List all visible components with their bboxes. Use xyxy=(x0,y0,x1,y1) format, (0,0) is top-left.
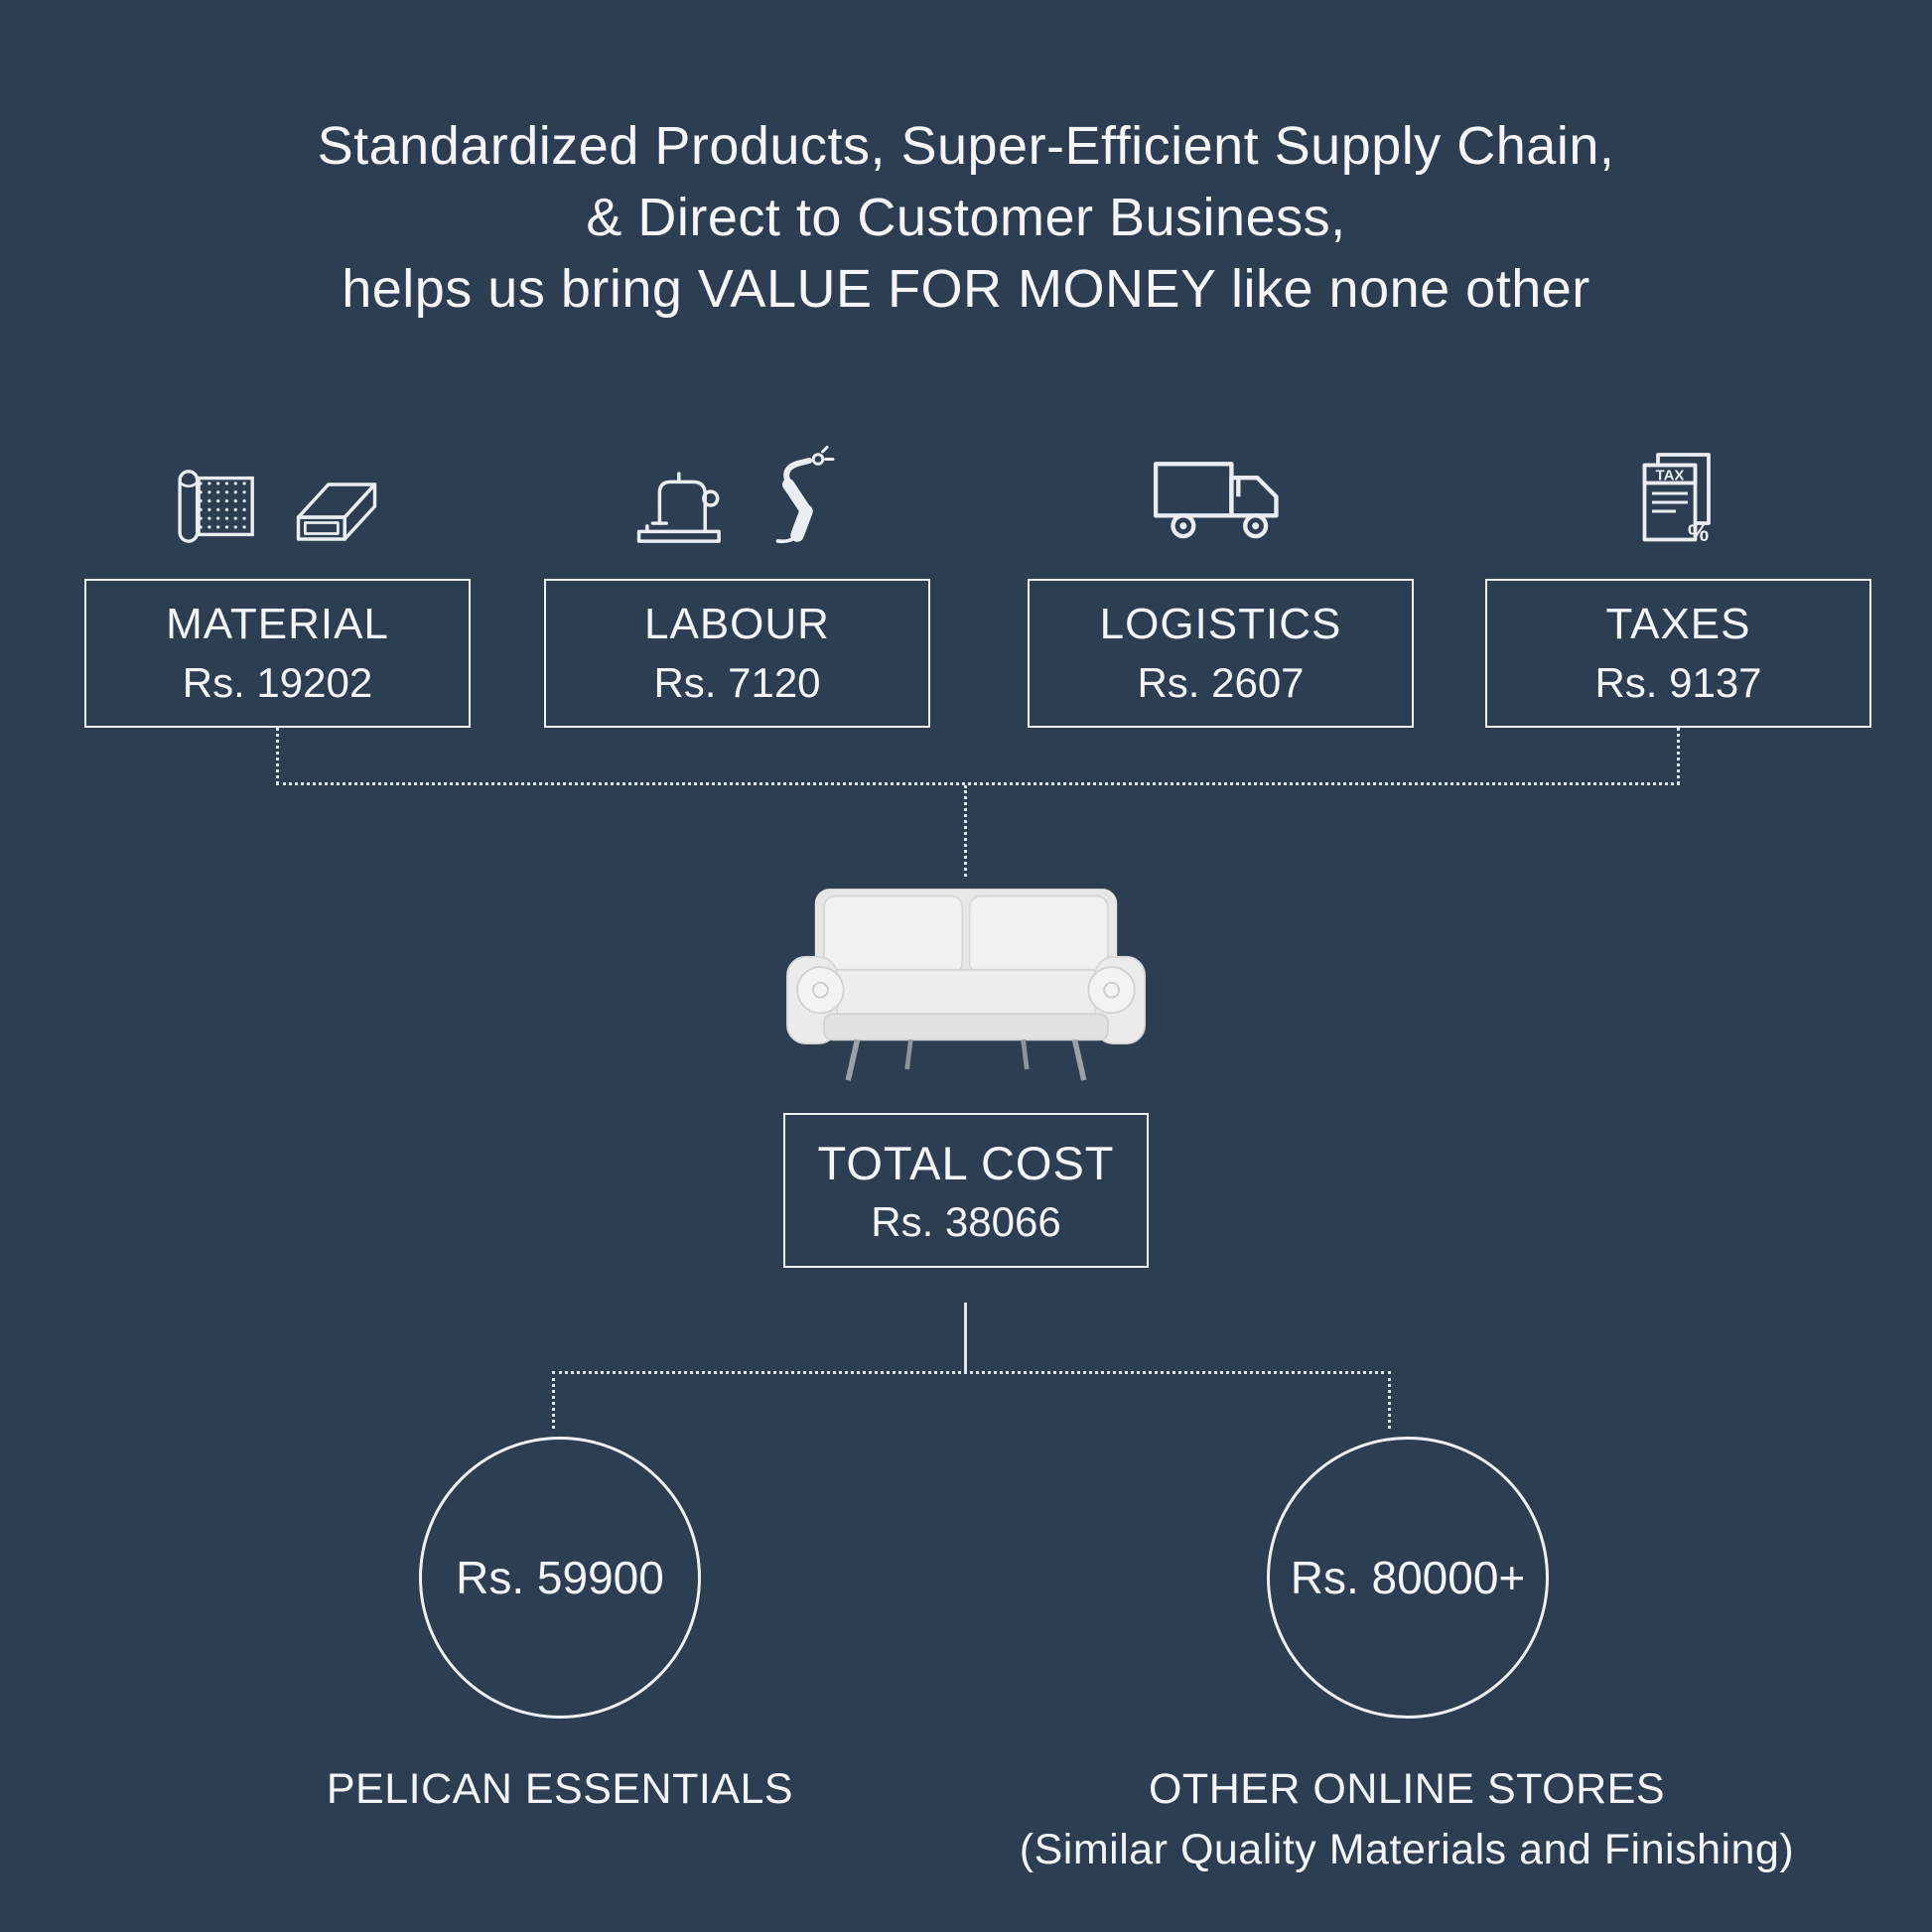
connector-horizontal-bottom xyxy=(552,1371,1391,1374)
taxes-icon-group: TAX % xyxy=(1485,429,1871,550)
percent-icon: % xyxy=(1687,520,1708,547)
sofa-illustration xyxy=(772,878,1160,1108)
pelican-store-label: PELICAN ESSENTIALS xyxy=(163,1759,957,1820)
other-stores-note: (Similar Quality Materials and Finishing… xyxy=(1019,1826,1795,1874)
cost-label-material: MATERIAL xyxy=(166,600,389,648)
pelican-store-name: PELICAN ESSENTIALS xyxy=(326,1765,794,1813)
sofa-image xyxy=(786,889,1146,1081)
connector-right-circle xyxy=(1388,1371,1391,1429)
connector-center-down xyxy=(964,785,967,877)
connector-taxes-down xyxy=(1677,728,1680,784)
cost-amount-taxes: Rs. 9137 xyxy=(1594,659,1762,706)
total-cost-box: TOTAL COST Rs. 38066 xyxy=(783,1113,1149,1268)
logistics-icon-group xyxy=(1028,429,1414,550)
title-line-3: helps us bring VALUE FOR MONEY like none… xyxy=(342,258,1590,319)
title-line-2: & Direct to Customer Business, xyxy=(586,187,1346,247)
other-stores-price: Rs. 80000+ xyxy=(1290,1552,1526,1603)
sewing-machine-icon xyxy=(636,472,721,543)
cost-amount-material: Rs. 19202 xyxy=(182,659,373,706)
delivery-truck-icon xyxy=(1153,462,1279,539)
cost-box-material: MATERIAL Rs. 19202 xyxy=(84,579,471,728)
steel-tube-icon xyxy=(296,483,376,541)
pelican-price-circle: Rs. 59900 xyxy=(419,1437,701,1719)
labour-icon-group xyxy=(544,429,930,550)
connector-total-down xyxy=(964,1303,967,1372)
cost-box-labour: LABOUR Rs. 7120 xyxy=(544,579,930,728)
cost-label-labour: LABOUR xyxy=(644,600,830,648)
total-cost-label: TOTAL COST xyxy=(817,1136,1115,1189)
fabric-roll-icon xyxy=(177,470,254,543)
tax-icon-label: TAX xyxy=(1655,468,1684,484)
connector-material-down xyxy=(276,728,279,784)
welding-torch-icon xyxy=(775,446,834,544)
material-icon-group xyxy=(84,429,471,550)
pelican-price: Rs. 59900 xyxy=(456,1552,664,1603)
cost-amount-logistics: Rs. 2607 xyxy=(1137,659,1305,706)
page-title: Standardized Products, Super-Efficient S… xyxy=(0,111,1932,325)
other-stores-price-circle: Rs. 80000+ xyxy=(1267,1437,1549,1719)
cost-amount-labour: Rs. 7120 xyxy=(653,659,821,706)
connector-horizontal-top xyxy=(276,782,1680,785)
cost-label-logistics: LOGISTICS xyxy=(1099,600,1342,648)
other-stores-label: OTHER ONLINE STORES (Similar Quality Mat… xyxy=(930,1759,1883,1880)
cost-label-taxes: TAXES xyxy=(1605,600,1751,648)
total-cost-amount: Rs. 38066 xyxy=(871,1197,1061,1245)
connector-left-circle xyxy=(552,1371,555,1429)
tax-document-icon: TAX % xyxy=(1642,453,1711,547)
other-stores-name: OTHER ONLINE STORES xyxy=(1148,1765,1666,1813)
title-line-1: Standardized Products, Super-Efficient S… xyxy=(317,116,1615,176)
cost-box-logistics: LOGISTICS Rs. 2607 xyxy=(1028,579,1414,728)
cost-box-taxes: TAXES Rs. 9137 xyxy=(1485,579,1871,728)
